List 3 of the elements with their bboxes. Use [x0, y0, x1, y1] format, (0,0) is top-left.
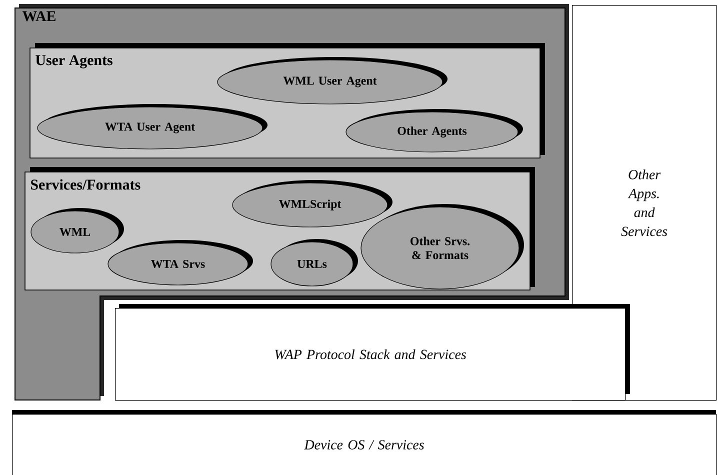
layer-box: WAP Protocol Stack and Services — [115, 304, 630, 401]
side-box: Other Apps. and Services — [572, 5, 717, 401]
layer-box: Device OS / Services — [12, 410, 717, 475]
